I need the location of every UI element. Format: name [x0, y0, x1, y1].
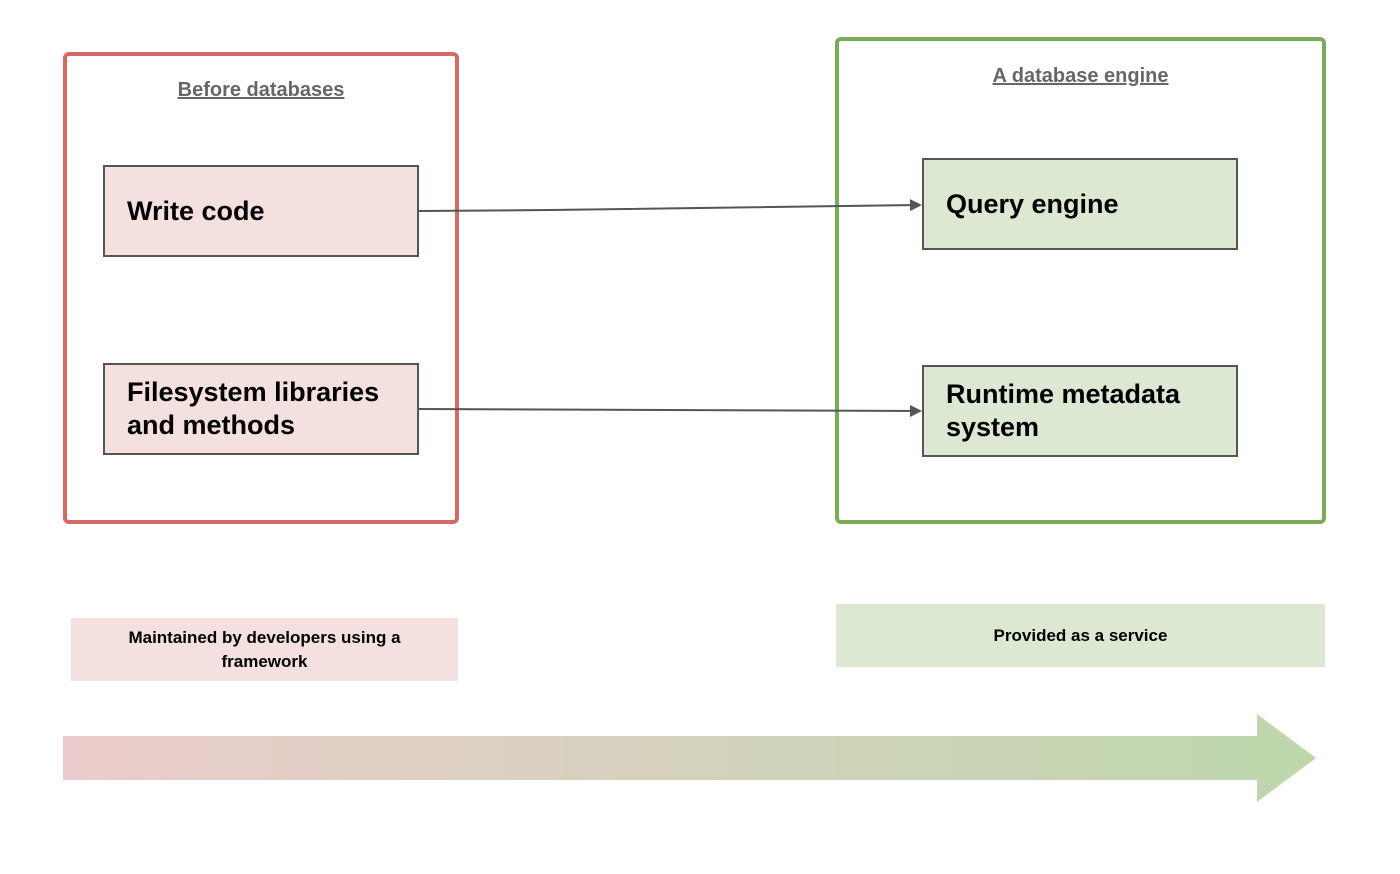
group-title-database-engine: A database engine	[992, 65, 1169, 87]
group-title-before-databases: Before databases	[177, 79, 345, 101]
label-maintained-by-developers: Maintained by developers using a framewo…	[71, 618, 458, 681]
progression-arrow-shape	[63, 714, 1316, 802]
label-provided-as-service: Provided as a service	[836, 604, 1325, 667]
node-runtime-metadata-system: Runtime metadata system	[922, 365, 1238, 457]
node-filesystem-libraries: Filesystem libraries and methods	[103, 363, 419, 455]
node-query-engine: Query engine	[922, 158, 1238, 250]
node-write-code: Write code	[103, 165, 419, 257]
